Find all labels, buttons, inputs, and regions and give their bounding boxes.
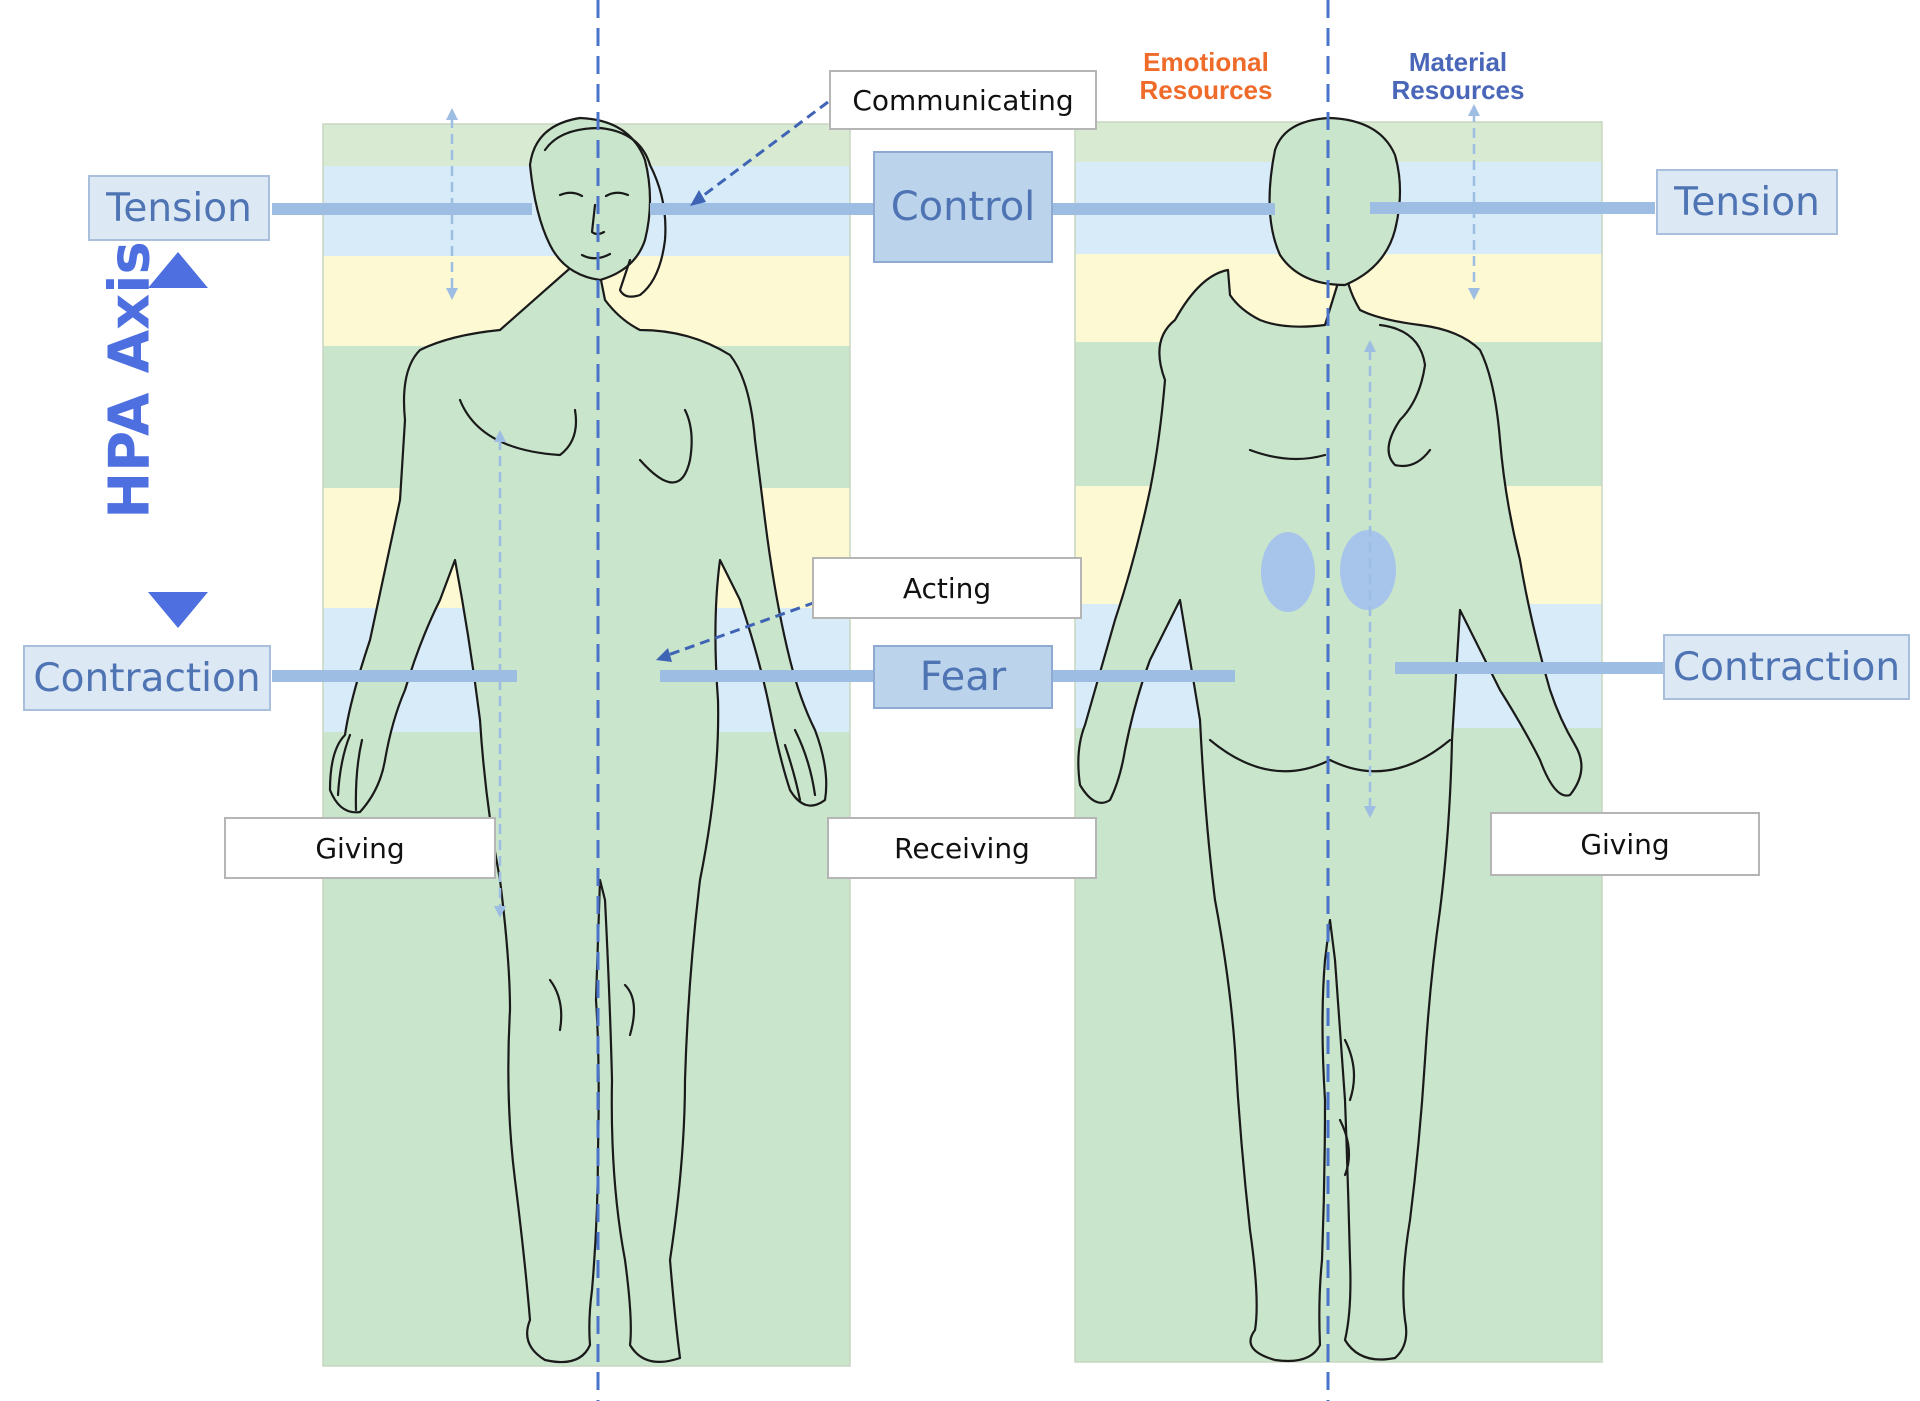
front-chest-lines: [458, 398, 693, 484]
front-figure-icon: [328, 116, 828, 1364]
pointer-arrows: [667, 100, 831, 657]
arrowhead-front-upper-top: [446, 108, 458, 120]
connector-control-right: [1050, 203, 1275, 215]
flow-arrows: [450, 112, 1476, 910]
back-hair-lines: [1378, 323, 1432, 468]
acting-pointer-line: [667, 595, 831, 657]
communicating-pointer-line: [699, 100, 829, 200]
acting-arrowhead: [656, 648, 672, 662]
contraction-label-left: Contraction: [23, 645, 271, 711]
front-head-outline: [528, 116, 652, 282]
front-hair-outline: [543, 126, 667, 298]
arrowhead-back-upper-bottom: [1468, 288, 1480, 300]
hpa-arrow-down: [148, 592, 208, 628]
connector-control-left: [650, 203, 875, 215]
communicating-arrowhead: [690, 190, 706, 206]
connector-contraction-left: [272, 670, 517, 682]
acting-label: Acting: [812, 557, 1082, 619]
left-kidney-icon: [1261, 532, 1315, 612]
connector-fear-right: [1050, 670, 1235, 682]
contraction-label-right: Contraction: [1663, 634, 1910, 700]
hpa-axis-label: HPA Axis: [97, 241, 163, 519]
arrowhead-back-lower-bottom: [1364, 806, 1376, 818]
tension-label-left: Tension: [88, 175, 270, 241]
back-shoulder-lines: [1208, 448, 1452, 773]
emotional-resources-label: Emotional Resources: [1139, 47, 1273, 105]
tension-label-right: Tension: [1656, 169, 1838, 235]
arrowhead-back-upper-top: [1468, 104, 1480, 116]
connector-bars: [272, 202, 1665, 682]
front-left-hand: [336, 733, 364, 812]
arrowhead-front-upper-bottom: [446, 288, 458, 300]
arrowhead-front-lower-top: [494, 430, 506, 442]
back-figure-icon: [1077, 116, 1583, 1363]
front-right-hand: [783, 728, 817, 802]
front-face-lines: [558, 191, 630, 260]
back-body-outline: [1077, 258, 1583, 1363]
front-knee-lines: [548, 978, 636, 1037]
connector-contraction-right: [1395, 662, 1665, 674]
back-knee-lines: [1338, 1038, 1356, 1177]
arrowhead-back-lower-top: [1364, 340, 1376, 352]
receiving-label: Receiving: [827, 817, 1097, 879]
hpa-arrow-icon: [148, 252, 208, 628]
connector-tension-left: [272, 203, 532, 215]
front-torso-outline: [328, 253, 828, 1364]
control-label: Control: [873, 151, 1053, 263]
arrowhead-front-lower-bottom: [494, 906, 506, 918]
material-resources-label: Material Resources: [1391, 47, 1525, 105]
giving-label-right: Giving: [1490, 812, 1760, 876]
fear-label: Fear: [873, 645, 1053, 709]
giving-label-left: Giving: [224, 817, 496, 879]
right-kidney-icon: [1340, 530, 1396, 610]
back-head-outline: [1268, 116, 1402, 287]
pointer-arrow-heads: [656, 190, 706, 662]
connector-tension-right: [1370, 202, 1655, 214]
hpa-arrow-up: [148, 252, 208, 288]
communicating-label: Communicating: [829, 70, 1097, 130]
connector-fear-left: [660, 670, 875, 682]
flow-arrow-heads: [446, 104, 1480, 918]
